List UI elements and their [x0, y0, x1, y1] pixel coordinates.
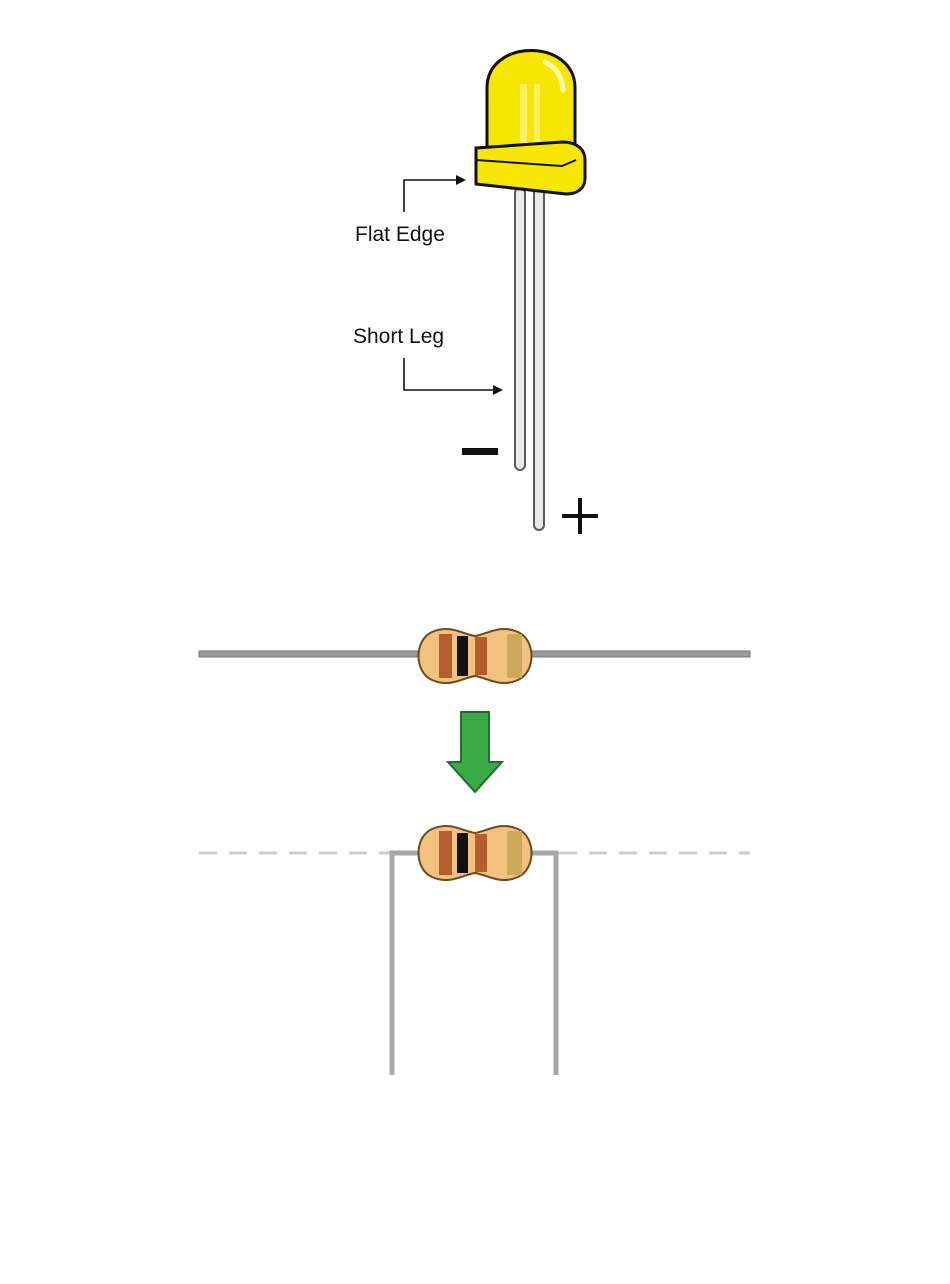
led-long-leg: [534, 188, 544, 530]
short-leg-callout: Short Leg: [353, 325, 503, 395]
resistor-bent: [199, 826, 750, 1075]
resistor-band-4: [507, 634, 522, 678]
plus-icon: [562, 498, 598, 534]
down-arrow-icon: [448, 712, 502, 792]
flat-edge-label: Flat Edge: [355, 223, 445, 246]
resistor-band-2: [457, 636, 468, 676]
bent-lead-right: [530, 853, 556, 1075]
bent-resistor-band-4: [507, 831, 522, 875]
led-inner-highlight-2: [534, 84, 540, 148]
resistor-band-1: [439, 634, 452, 678]
bent-lead-left: [392, 853, 420, 1075]
resistor-band-3: [475, 637, 487, 675]
led-inner-highlight: [520, 84, 527, 148]
bent-resistor-band-3: [475, 834, 487, 872]
led-short-leg: [515, 188, 525, 470]
resistor-straight: [199, 629, 750, 683]
minus-icon: [462, 448, 498, 455]
bent-resistor-band-1: [439, 831, 452, 875]
led-flange: [476, 142, 585, 194]
bent-resistor-band-2: [457, 833, 468, 873]
flat-edge-callout: Flat Edge: [355, 175, 466, 246]
led-dome: [487, 51, 575, 153]
led-component: [476, 51, 585, 531]
short-leg-label: Short Leg: [353, 325, 444, 348]
